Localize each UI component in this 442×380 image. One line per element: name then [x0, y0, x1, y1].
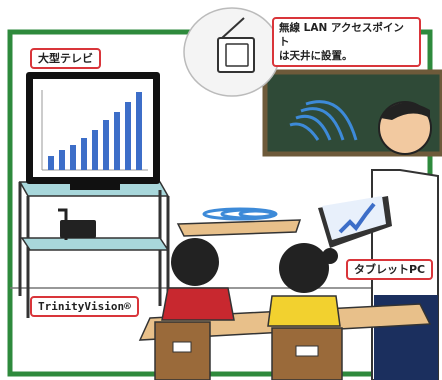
tv-bar [59, 150, 65, 170]
access-point-bubble [183, 7, 281, 97]
access-point-label-line1: 無線 LAN アクセスポイント [279, 22, 404, 48]
tv-bar [114, 112, 120, 170]
student-boy [161, 238, 235, 321]
access-point-label-line2: は天井に設置。 [279, 50, 353, 62]
wifi-waves-icon [202, 207, 278, 221]
trinity-vision-device [58, 208, 96, 240]
tv-bar [48, 156, 54, 170]
trinity-vision-label: TrinityVision® [30, 296, 139, 317]
tv-bar [103, 120, 109, 170]
tv-bar [136, 92, 142, 170]
big-tv-label: 大型テレビ [30, 48, 101, 69]
access-point-label: 無線 LAN アクセスポイント は天井に設置。 [272, 17, 421, 67]
tv-bar [81, 138, 87, 170]
tv-bar [125, 102, 131, 170]
access-point-icon [217, 17, 255, 73]
tablet-pc-label: タブレットPC [346, 259, 434, 280]
tv-bar [92, 130, 98, 170]
student-girl [267, 243, 341, 327]
wifi-waves-icon [289, 100, 358, 141]
big-tv-graphic [26, 72, 160, 190]
tv-bar [70, 145, 76, 170]
